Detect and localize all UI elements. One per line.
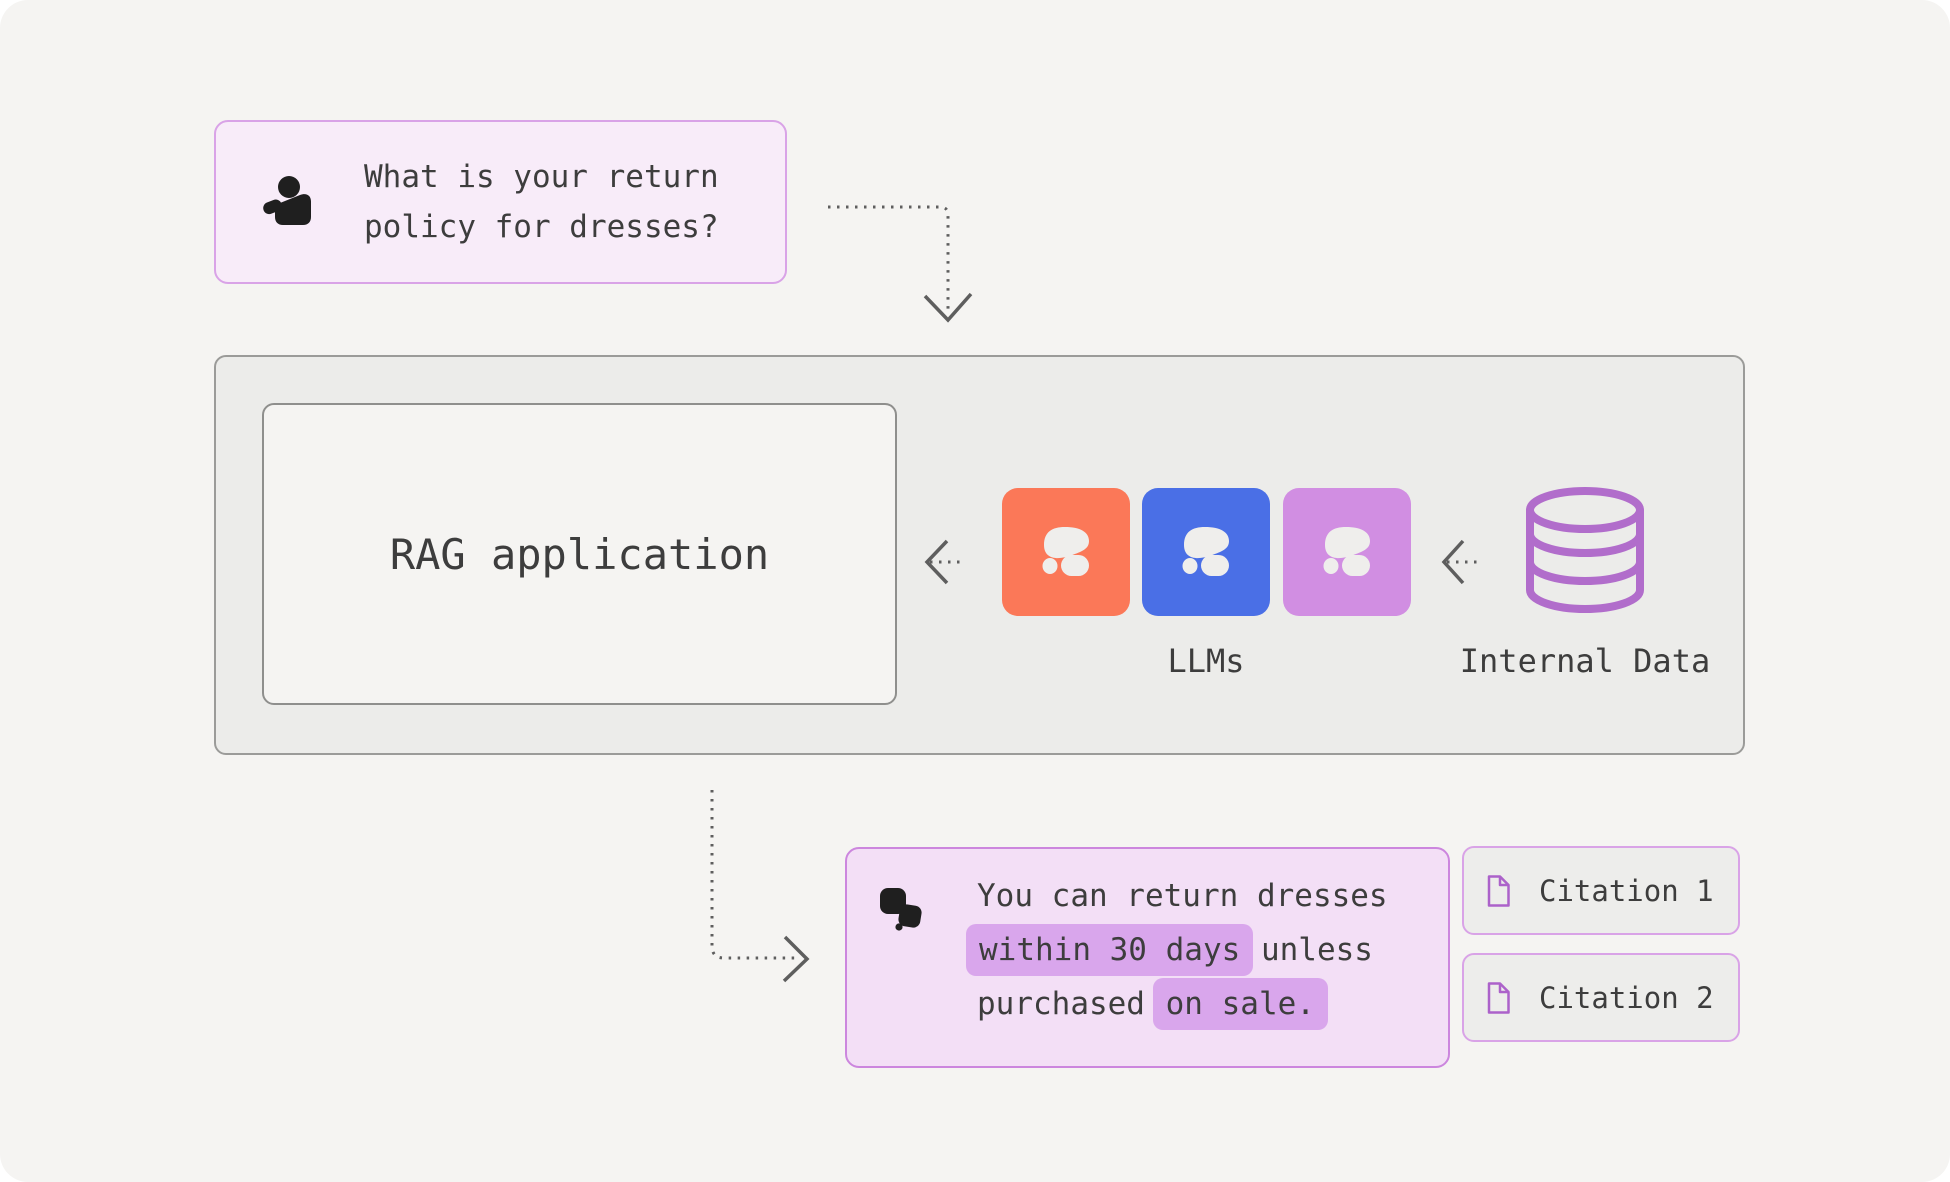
rag-application-label: RAG application — [389, 529, 770, 579]
citation-2-chip: Citation 2 — [1462, 953, 1740, 1042]
response-segment: purchased — [977, 986, 1164, 1022]
llm-icon-2 — [1142, 488, 1270, 616]
llms-label: LLMs — [1167, 642, 1245, 680]
arrow-question-to-rag-icon — [828, 205, 973, 323]
document-icon — [1487, 874, 1511, 907]
response-box: You can return dresses within 30 days unl… — [845, 847, 1450, 1068]
question-box: What is your return policy for dresses? — [214, 120, 787, 284]
arrow-rag-to-response-icon — [710, 790, 810, 983]
response-highlight: on sale. — [1152, 978, 1328, 1030]
citation-2-label: Citation 2 — [1539, 980, 1714, 1015]
response-highlight: within 30 days — [966, 924, 1254, 976]
question-text: What is your return policy for dresses? — [364, 152, 719, 252]
arrow-data-to-llms-icon — [1441, 539, 1482, 585]
document-icon — [1487, 981, 1511, 1014]
response-segment: unless — [1242, 932, 1373, 968]
citation-1-label: Citation 1 — [1539, 873, 1714, 908]
internal-data-label: Internal Data — [1459, 642, 1711, 680]
database-icon — [1526, 487, 1644, 613]
citation-1-chip: Citation 1 — [1462, 846, 1740, 935]
response-segment: You can return dresses — [977, 878, 1388, 914]
llm-icon-1 — [1002, 488, 1130, 616]
llm-icon-3 — [1283, 488, 1411, 616]
question-line-2: policy for dresses? — [364, 209, 719, 245]
response-text: You can return dresses within 30 days unl… — [966, 869, 1427, 1031]
arrow-llms-to-rag-icon — [924, 539, 963, 585]
rag-application-box: RAG application — [262, 403, 897, 705]
person-icon — [260, 174, 316, 230]
question-line-1: What is your return — [364, 159, 719, 195]
chat-bubbles-icon — [879, 887, 923, 931]
